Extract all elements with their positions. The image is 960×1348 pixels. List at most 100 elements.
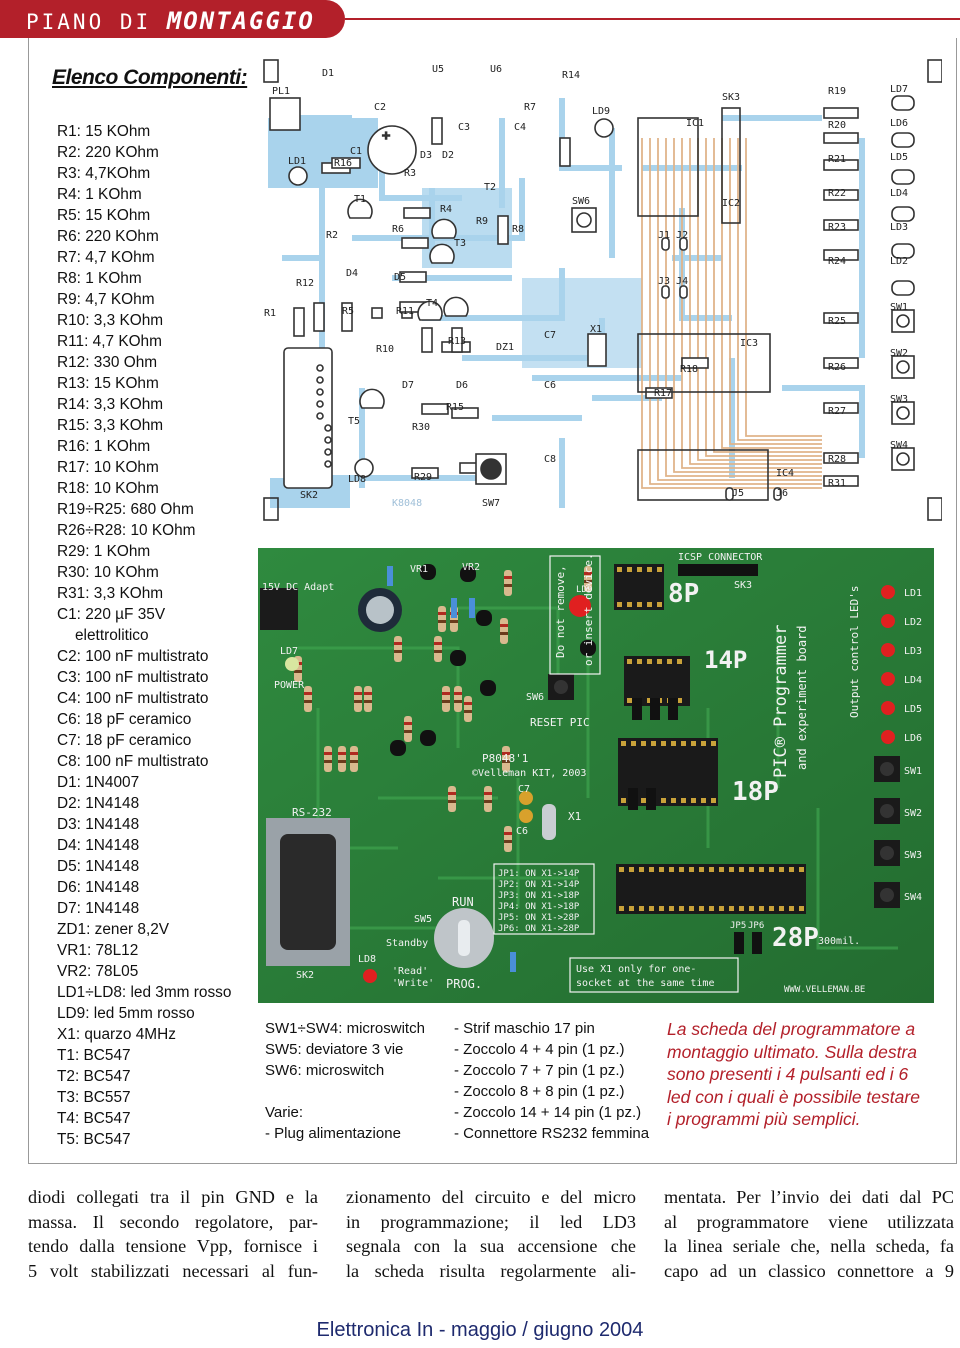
jumper bbox=[632, 698, 642, 720]
component-item: C6: 18 pF ceramico bbox=[57, 711, 192, 728]
label-pl1: PL1 bbox=[272, 86, 290, 97]
label-led: LD6 bbox=[904, 733, 922, 744]
resistor-band bbox=[394, 650, 402, 653]
component-item: R30: 10 KOhm bbox=[57, 564, 159, 581]
socket-pin bbox=[711, 741, 716, 746]
resistor-band bbox=[324, 752, 332, 755]
socket-pin bbox=[701, 741, 706, 746]
resistor-band bbox=[448, 800, 456, 803]
led-ld1 bbox=[288, 166, 308, 186]
label-ld8: LD8 bbox=[358, 954, 376, 965]
component-item: D7: 1N4148 bbox=[57, 900, 140, 917]
label-ld8: LD8 bbox=[348, 474, 366, 485]
body-line: la scheda risulta regolarmente ali- bbox=[346, 1260, 636, 1281]
socket-pin bbox=[739, 867, 744, 872]
ic-sk3 bbox=[721, 107, 741, 224]
socket-pin bbox=[619, 867, 624, 872]
led bbox=[881, 614, 895, 628]
resistor-band bbox=[448, 792, 456, 795]
resistor bbox=[823, 249, 859, 261]
caption-line: montaggio ultimato. Sulla destra bbox=[667, 1041, 917, 1062]
component-item: R2: 220 KOhm bbox=[57, 144, 159, 161]
label-ld4: LD4 bbox=[890, 188, 908, 199]
label-d5: D5 bbox=[394, 272, 406, 283]
socket-pin bbox=[617, 602, 622, 607]
transistor bbox=[420, 730, 436, 746]
label-output: Output control LED's bbox=[848, 586, 861, 718]
component-item: R5: 15 KOhm bbox=[57, 207, 151, 224]
socket-pin bbox=[649, 867, 654, 872]
resistor bbox=[645, 387, 673, 399]
label-sw1: SW1 bbox=[890, 302, 908, 313]
content-frame bbox=[28, 38, 957, 1164]
pin bbox=[316, 388, 324, 396]
label-p8: 8P bbox=[668, 579, 699, 609]
resistor bbox=[823, 219, 859, 231]
body-line: al programmatore viene utilizzata bbox=[664, 1211, 954, 1232]
capacitor-blue bbox=[510, 952, 516, 972]
resistor-band bbox=[504, 576, 512, 579]
socket-pin bbox=[677, 659, 682, 664]
label-sk2: SK2 bbox=[296, 970, 314, 981]
socket-pin bbox=[729, 867, 734, 872]
transistor bbox=[480, 680, 496, 696]
socket-pin bbox=[637, 602, 642, 607]
transistor bbox=[443, 296, 469, 317]
resistor-band bbox=[500, 632, 508, 635]
transistor bbox=[450, 650, 466, 666]
transistor bbox=[359, 388, 385, 409]
label-c7: C7 bbox=[518, 784, 530, 795]
component-item: T4: BC547 bbox=[57, 1110, 131, 1127]
component-item: C3: 100 nF multistrato bbox=[57, 669, 209, 686]
component-item: VR1: 78L12 bbox=[57, 942, 139, 959]
pin bbox=[324, 436, 332, 444]
label-d4: D4 bbox=[346, 268, 358, 279]
socket-pin bbox=[627, 659, 632, 664]
component-item: R8: 1 KOhm bbox=[57, 270, 142, 287]
socket-pin bbox=[647, 602, 652, 607]
label-r24: R24 bbox=[828, 256, 846, 267]
top-trace bbox=[681, 138, 822, 469]
label-switch: SW1 bbox=[904, 766, 922, 777]
resistor bbox=[823, 312, 859, 324]
socket-pin bbox=[647, 659, 652, 664]
jumper bbox=[679, 237, 688, 251]
resistor bbox=[504, 826, 512, 852]
socket-pin bbox=[647, 567, 652, 572]
component-item: R15: 3,3 KOhm bbox=[57, 417, 164, 434]
label-r6: R6 bbox=[392, 224, 404, 235]
capacitor-blue bbox=[387, 566, 393, 586]
label-rs232: RS-232 bbox=[292, 806, 332, 819]
resistor bbox=[341, 302, 353, 332]
header-prefix: PIANO DI bbox=[26, 10, 152, 34]
led-outline bbox=[891, 280, 915, 296]
switch-outline bbox=[891, 309, 915, 333]
label-r23: R23 bbox=[828, 222, 846, 233]
resistor-band bbox=[464, 710, 472, 713]
ic-socket bbox=[624, 656, 690, 706]
component-item: elettrolitico bbox=[75, 627, 149, 644]
switch-sw7-btn bbox=[480, 458, 502, 480]
transistor bbox=[580, 640, 596, 656]
resistor bbox=[304, 686, 312, 712]
jumper bbox=[725, 487, 734, 501]
pin bbox=[316, 400, 324, 408]
resistor-band bbox=[304, 692, 312, 695]
transistor bbox=[431, 218, 457, 239]
resistor-band bbox=[500, 624, 508, 627]
label-led: LD4 bbox=[904, 675, 922, 686]
body-line: diodi collegati tra il pin GND e la bbox=[28, 1187, 318, 1207]
label-sk3: SK3 bbox=[734, 580, 752, 591]
socket-pin bbox=[789, 867, 794, 872]
jumper bbox=[646, 788, 656, 810]
components-title: Elenco Componenti: bbox=[52, 66, 248, 89]
body-line: in programmazione; il led LD3 bbox=[346, 1211, 636, 1232]
capacitor-blue bbox=[451, 598, 457, 618]
resistor-band bbox=[294, 670, 302, 673]
label-r10: R10 bbox=[376, 344, 394, 355]
switch-sw6 bbox=[571, 207, 597, 233]
socket-pin bbox=[661, 798, 666, 803]
jumper bbox=[661, 285, 670, 299]
